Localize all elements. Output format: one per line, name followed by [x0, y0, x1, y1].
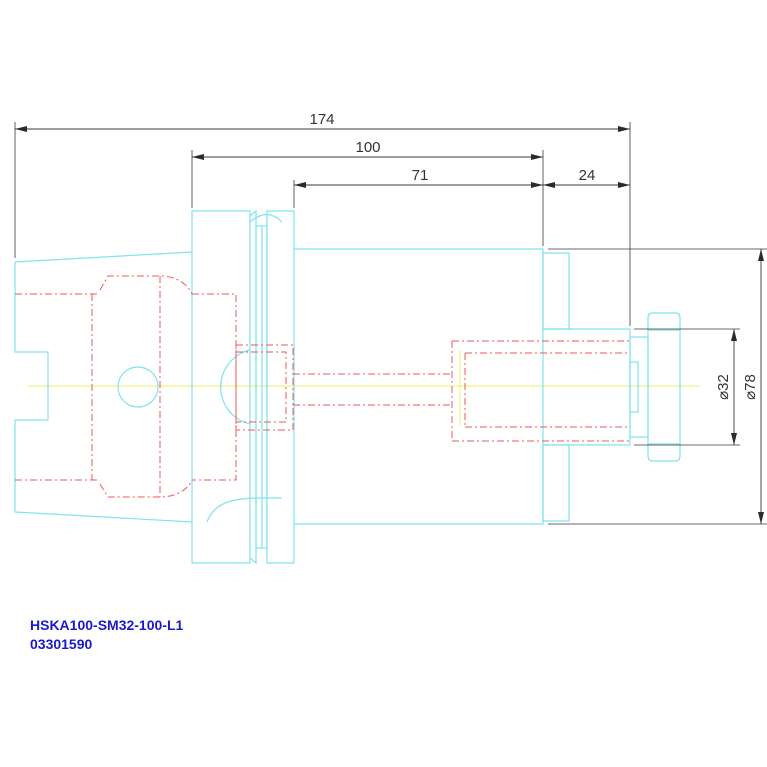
title-block: HSKA100-SM32-100-L1 03301590 [30, 616, 183, 654]
dim-inner-diameter: ⌀32 [715, 374, 732, 400]
part-number: HSKA100-SM32-100-L1 [30, 617, 184, 633]
drive-slot-hole [117, 366, 159, 408]
flange-collar [191, 209, 295, 565]
dim-outer-diameter: ⌀78 [742, 374, 759, 400]
dim-nut-length: 24 [579, 167, 596, 184]
dim-overall-length: 174 [309, 111, 334, 128]
dim-shank-length: 71 [412, 167, 429, 184]
hsk-taper-shank [14, 251, 193, 523]
hidden-lines [15, 275, 630, 498]
clamping-nut [629, 312, 681, 462]
dim-body-length: 100 [355, 139, 380, 156]
extension-lines [14, 122, 767, 525]
order-number: 03301590 [30, 636, 93, 652]
dimension-lines [15, 126, 764, 524]
